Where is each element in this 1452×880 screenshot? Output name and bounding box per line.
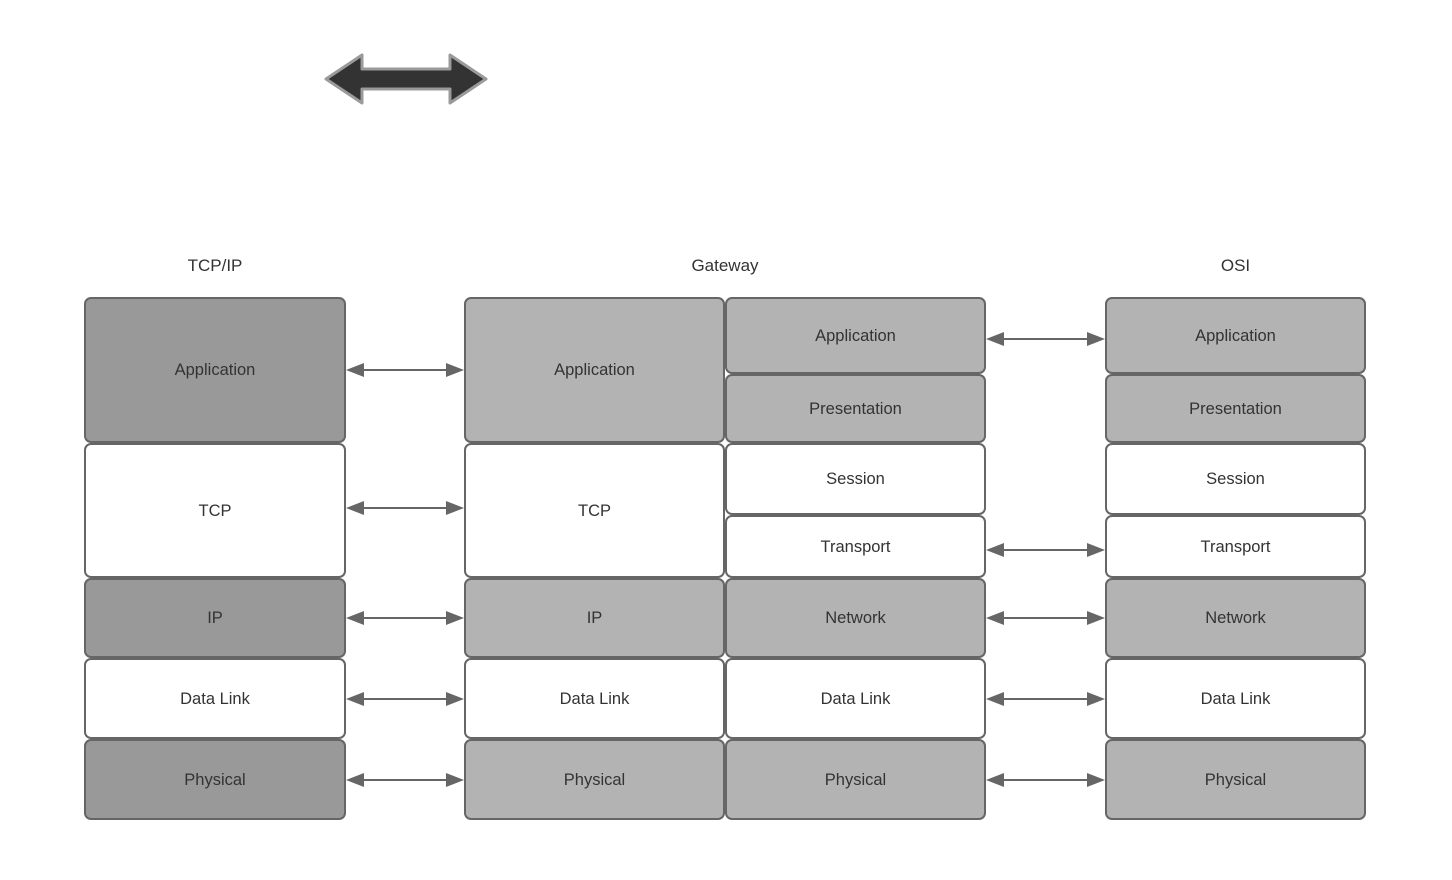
layer-osi-transport[interactable]: Transport — [1105, 515, 1366, 578]
layer-osi-data-link[interactable]: Data Link — [1105, 658, 1366, 739]
layer-tcpip-tcp[interactable]: TCP — [84, 443, 346, 578]
stack-title-tcpip: TCP/IP — [187, 256, 243, 275]
layer-gateway-left-data-link[interactable]: Data Link — [464, 658, 725, 739]
connector-tcpip-gateway-ip — [346, 608, 464, 628]
connector-gateway-osi-data-link — [986, 689, 1105, 709]
layer-gateway-right-presentation[interactable]: Presentation — [725, 374, 986, 443]
stack-osi: Application Presentation Session Transpo… — [1105, 297, 1366, 820]
connector-tcpip-gateway-data-link — [346, 689, 464, 709]
layer-gateway-left-physical[interactable]: Physical — [464, 739, 725, 820]
stack-gateway: Application TCP IP Data Link Physical Ap… — [464, 297, 986, 820]
connector-tcpip-gateway-application — [346, 360, 464, 380]
connector-gateway-osi-physical — [986, 770, 1105, 790]
stack-title-osi: OSI — [1220, 256, 1251, 275]
connector-tcpip-gateway-tcp — [346, 498, 464, 518]
layer-osi-physical[interactable]: Physical — [1105, 739, 1366, 820]
layer-gateway-right-data-link[interactable]: Data Link — [725, 658, 986, 739]
layer-gateway-right-transport[interactable]: Transport — [725, 515, 986, 578]
layer-gateway-left-ip[interactable]: IP — [464, 578, 725, 658]
double-headed-arrow — [322, 48, 490, 110]
layer-tcpip-ip[interactable]: IP — [84, 578, 346, 658]
stack-title-gateway: Gateway — [691, 256, 759, 275]
layer-tcpip-data-link[interactable]: Data Link — [84, 658, 346, 739]
connector-gateway-osi-application — [986, 329, 1105, 349]
layer-gateway-right-application[interactable]: Application — [725, 297, 986, 374]
layer-osi-network[interactable]: Network — [1105, 578, 1366, 658]
layer-gateway-right-physical[interactable]: Physical — [725, 739, 986, 820]
layer-tcpip-physical[interactable]: Physical — [84, 739, 346, 820]
connector-gateway-osi-transport — [986, 540, 1105, 560]
layer-osi-presentation[interactable]: Presentation — [1105, 374, 1366, 443]
layer-gateway-left-tcp[interactable]: TCP — [464, 443, 725, 578]
layer-gateway-left-application[interactable]: Application — [464, 297, 725, 443]
layer-gateway-right-network[interactable]: Network — [725, 578, 986, 658]
layer-osi-session[interactable]: Session — [1105, 443, 1366, 515]
layer-osi-application[interactable]: Application — [1105, 297, 1366, 374]
layer-tcpip-application[interactable]: Application — [84, 297, 346, 443]
connector-gateway-osi-network — [986, 608, 1105, 628]
layer-gateway-right-session[interactable]: Session — [725, 443, 986, 515]
connector-tcpip-gateway-physical — [346, 770, 464, 790]
stack-tcpip: Application TCP IP Data Link Physical — [84, 297, 346, 820]
